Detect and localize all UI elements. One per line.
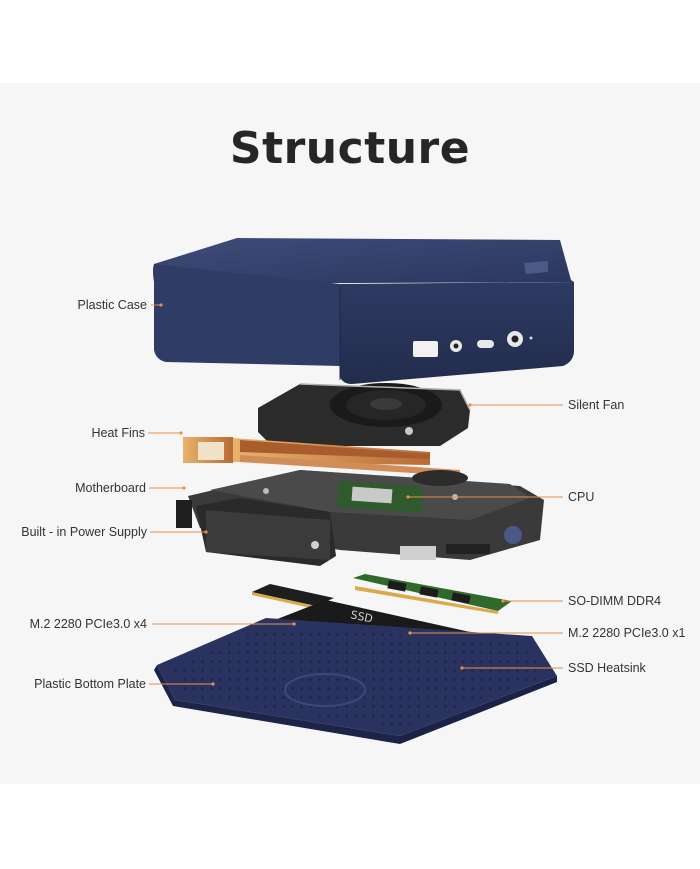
m2-ssd-x4 (252, 584, 334, 609)
heat-fins (183, 437, 460, 476)
label-power-supply: Built - in Power Supply (21, 525, 147, 539)
label-plastic-case: Plastic Case (77, 298, 147, 312)
label-silent-fan: Silent Fan (568, 398, 625, 412)
label-ssd-heatsink: SSD Heatsink (568, 661, 646, 675)
label-m2-ssd-x1: M.2 2280 PCIe3.0 x1 (568, 626, 686, 640)
page-title: Structure (229, 123, 471, 174)
ssd-chip-label-2: SSD (349, 608, 374, 625)
usb-port (413, 341, 438, 357)
power-supply (176, 498, 336, 566)
label-bottom-plate: Plastic Bottom Plate (34, 677, 146, 691)
usb-c-port (477, 340, 494, 348)
plastic-bottom-plate (154, 618, 557, 744)
label-heat-fins: Heat Fins (91, 426, 146, 440)
label-m2-ssd-x4: M.2 2280 PCIe3.0 x4 (29, 617, 147, 631)
label-motherboard: Motherboard (75, 481, 146, 495)
leader-lines (148, 303, 563, 686)
plastic-case (153, 238, 574, 384)
silent-fan (258, 383, 471, 446)
label-cpu: CPU (568, 490, 595, 504)
so-dimm-ram (353, 574, 512, 614)
label-so-dimm: SO-DIMM DDR4 (568, 594, 662, 608)
